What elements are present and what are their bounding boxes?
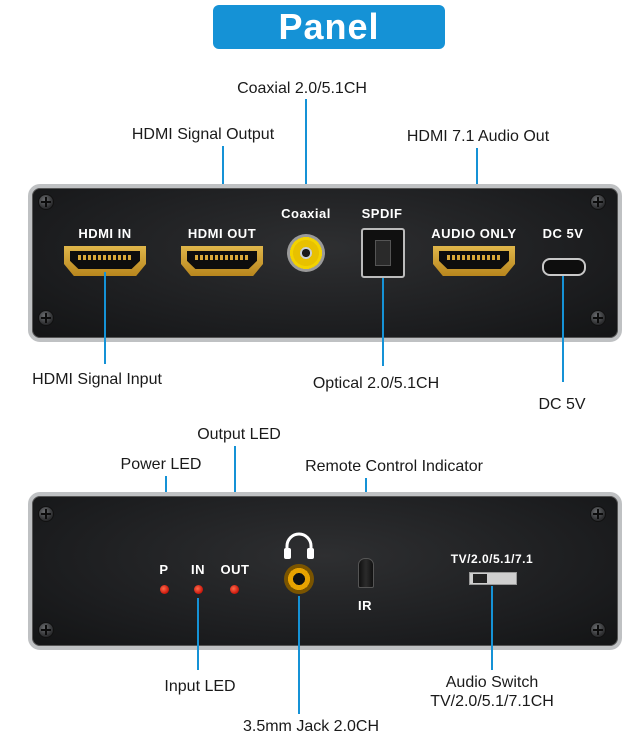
screw-icon: [38, 506, 54, 522]
bottom-panel: [28, 492, 622, 650]
label-switch: TV/2.0/5.1/7.1: [450, 552, 534, 566]
screw-icon: [38, 310, 54, 326]
label-in: IN: [191, 562, 205, 577]
audio-only-hdmi-port-icon: [433, 246, 515, 276]
hdmi-out-port-icon: [181, 246, 263, 276]
optical-port-icon: [361, 228, 405, 278]
screw-icon: [590, 622, 606, 638]
leader-jack: [298, 596, 300, 714]
screw-icon: [38, 622, 54, 638]
label-ir: IR: [358, 598, 372, 613]
port-label-audio-only: AUDIO ONLY: [431, 226, 517, 241]
callout-power-led: Power LED: [120, 456, 202, 473]
port-label-dc: DC 5V: [542, 226, 584, 241]
leader-optical: [382, 278, 384, 366]
leader-input-led: [197, 598, 199, 670]
leader-audio-switch: [491, 586, 493, 670]
port-label-hdmi-out: HDMI OUT: [187, 226, 257, 241]
hdmi-in-port-icon: [64, 246, 146, 276]
screw-icon: [590, 310, 606, 326]
callout-hdmi-output: HDMI Signal Output: [131, 126, 275, 143]
leader-hdmi-input: [104, 272, 106, 364]
banner-title: Panel: [278, 6, 380, 47]
label-p: P: [159, 562, 169, 577]
callout-input-led: Input LED: [164, 678, 236, 695]
panel-banner: Panel: [213, 5, 445, 49]
leader-dc: [562, 276, 564, 382]
coaxial-port-icon: [287, 234, 325, 272]
callout-output-led: Output LED: [197, 426, 281, 443]
callout-hdmi-audio-out: HDMI 7.1 Audio Out: [406, 128, 550, 145]
callout-remote: Remote Control Indicator: [305, 458, 483, 475]
label-out: OUT: [220, 562, 250, 577]
port-label-coaxial: Coaxial: [281, 206, 331, 221]
port-label-hdmi-in: HDMI IN: [78, 226, 132, 241]
audio-jack-icon: [284, 564, 314, 594]
ir-receiver-icon: [358, 558, 374, 588]
screw-icon: [38, 194, 54, 210]
port-label-spdif: SPDIF: [361, 206, 403, 221]
callout-optical: Optical 2.0/5.1CH: [312, 375, 440, 392]
headphones-icon: [284, 532, 314, 559]
callout-audio-switch-1: Audio Switch: [445, 674, 539, 691]
callout-coaxial: Coaxial 2.0/5.1CH: [237, 80, 367, 97]
top-panel: [28, 184, 622, 342]
output-led-icon: [230, 585, 239, 594]
callout-jack: 3.5mm Jack 2.0CH: [242, 718, 380, 735]
screw-icon: [590, 506, 606, 522]
callout-hdmi-input: HDMI Signal Input: [32, 371, 162, 388]
leader-coaxial: [305, 99, 307, 207]
callout-audio-switch-2: TV/2.0/5.1/7.1CH: [430, 693, 554, 710]
audio-switch-toggle[interactable]: [469, 572, 517, 585]
usb-c-port-icon: [542, 258, 586, 276]
callout-dc: DC 5V: [538, 396, 586, 413]
screw-icon: [590, 194, 606, 210]
power-led-icon: [160, 585, 169, 594]
input-led-icon: [194, 585, 203, 594]
